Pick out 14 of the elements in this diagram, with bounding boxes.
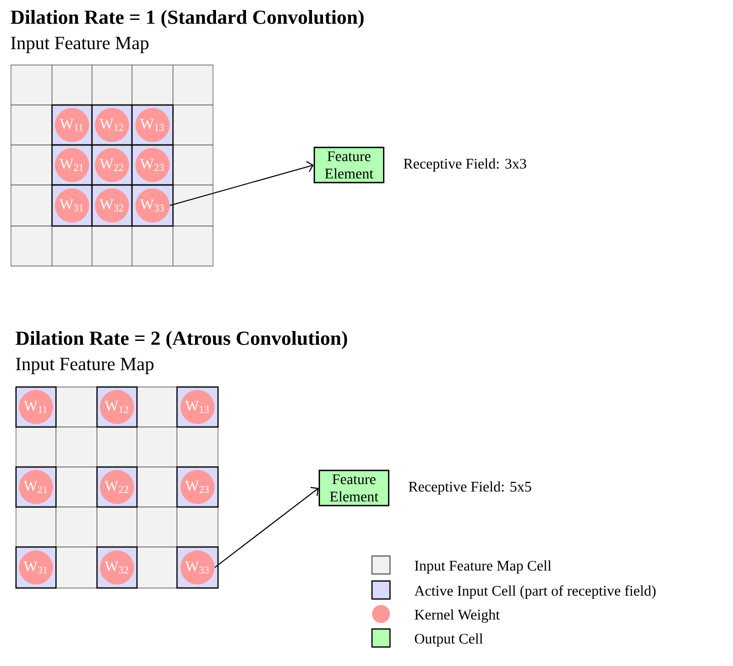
output-cell-box: Feature Element	[318, 470, 390, 506]
output-cell-box: Feature Element	[314, 146, 384, 184]
legend-label: Active Input Cell (part of receptive field)	[414, 585, 656, 599]
receptive-field-label: Receptive Field: 3x3	[404, 158, 526, 172]
legend-label: Output Cell	[414, 633, 483, 647]
panel-title: Dilation Rate = 2 (Atrous Convolution)	[16, 330, 348, 350]
legend-label: Kernel Weight	[414, 609, 500, 623]
map-label: Input Feature Map	[10, 36, 148, 54]
map-label: Input Feature Map	[16, 358, 154, 374]
legend-label: Input Feature Map Cell	[414, 560, 552, 574]
arrow	[170, 161, 314, 206]
arrow	[214, 486, 319, 568]
receptive-field-label: Receptive Field: 5x5	[408, 481, 532, 495]
panel-title: Dilation Rate = 1 (Standard Convolution)	[10, 10, 364, 28]
